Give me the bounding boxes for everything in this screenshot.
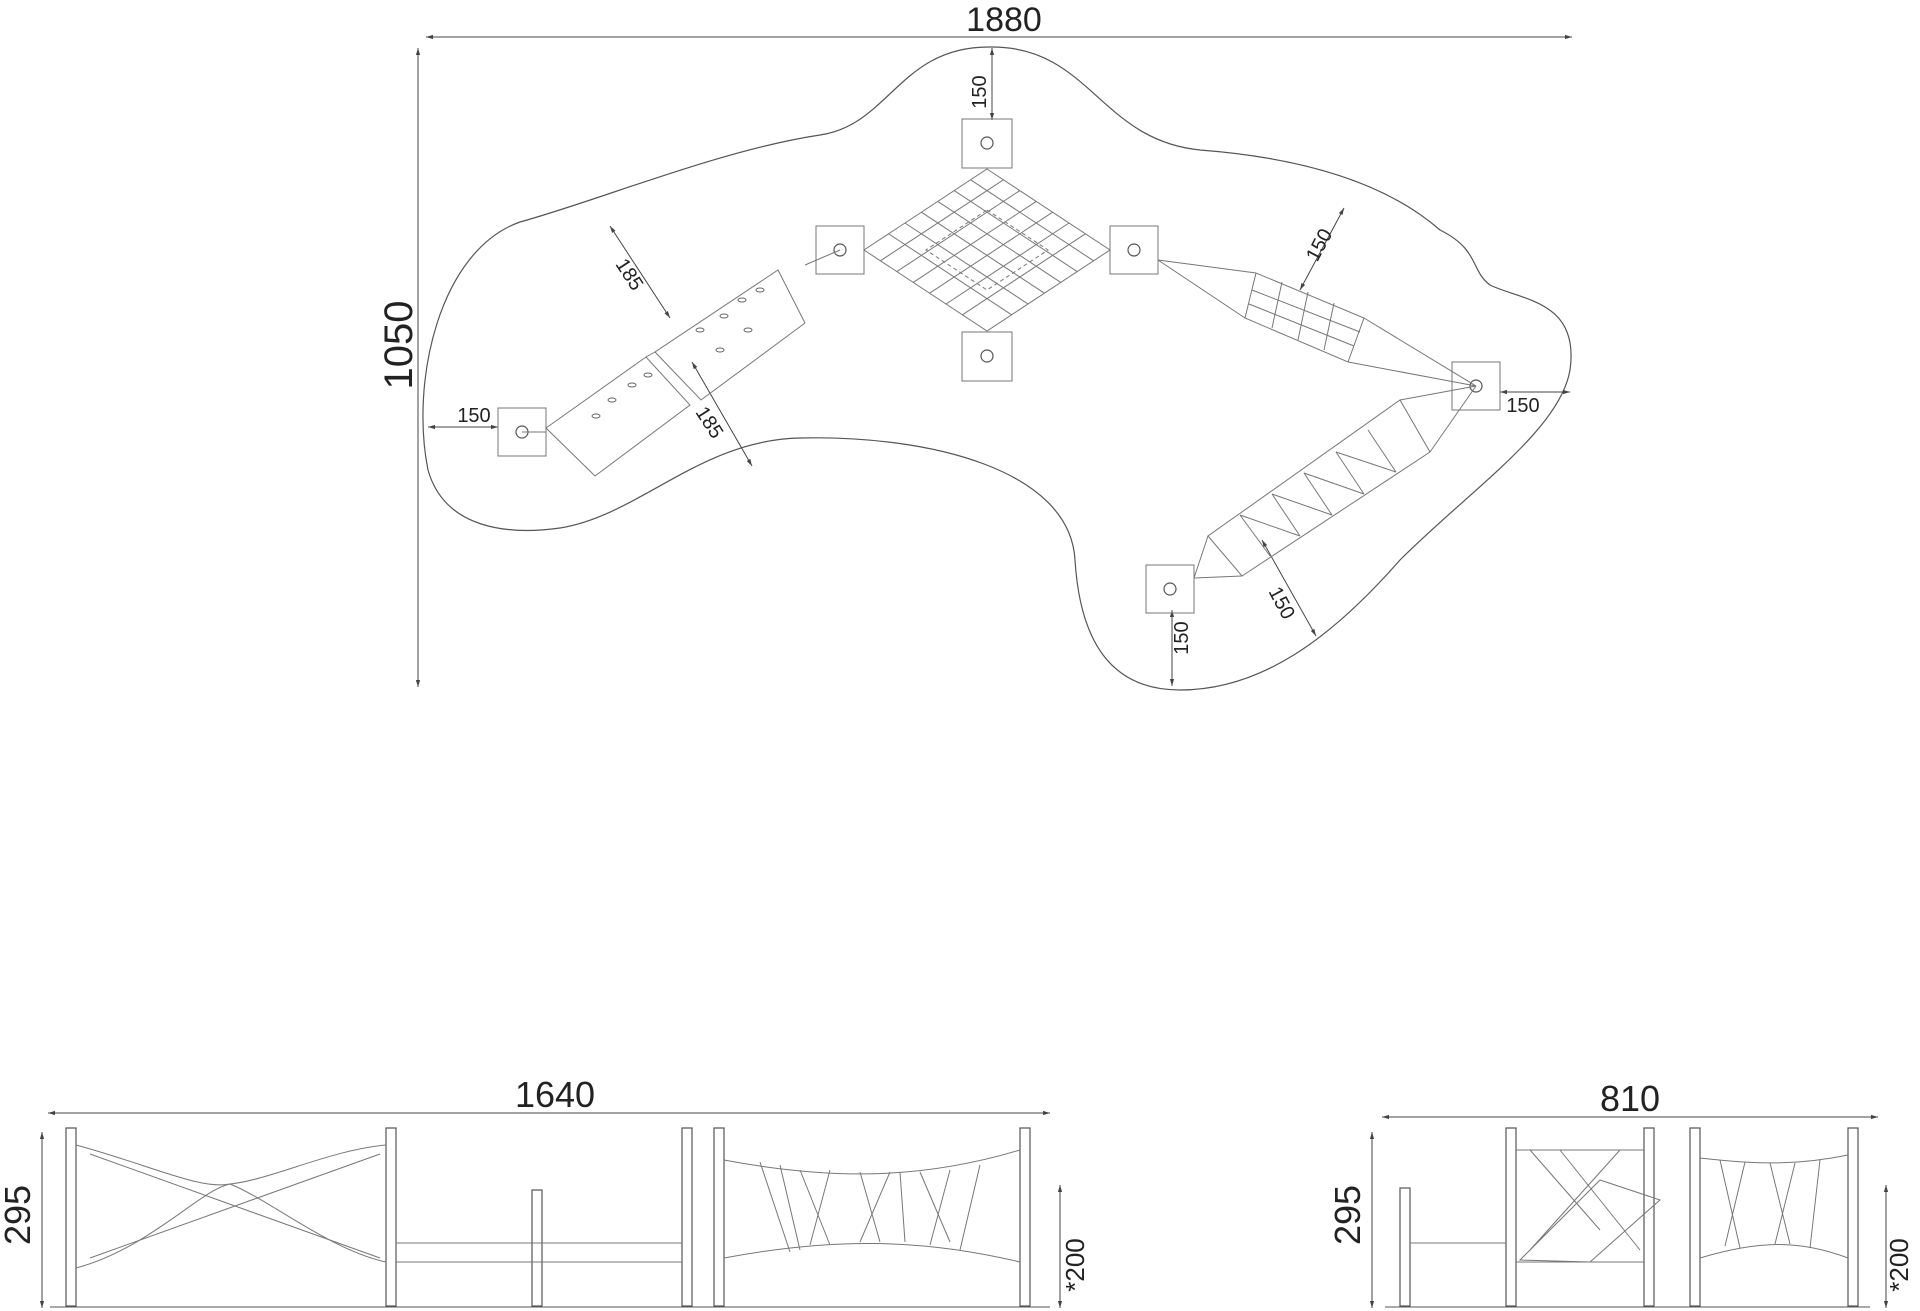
front-height-label: 295 bbox=[0, 1185, 38, 1245]
side-posts bbox=[1399, 1127, 1859, 1307]
front-width-label: 1640 bbox=[515, 1074, 595, 1115]
right-clearance-label: 150 bbox=[1506, 395, 1539, 417]
upper-right-bridge bbox=[1157, 259, 1477, 387]
safety-zone-outline bbox=[422, 46, 1572, 691]
front-beams bbox=[396, 1242, 682, 1263]
lower-left-clearance-label: 185 bbox=[691, 403, 728, 443]
upper-right-clearance-dim-line bbox=[1299, 207, 1345, 291]
front-posts bbox=[65, 1127, 1031, 1307]
bottom-clearance-label: 150 bbox=[1171, 621, 1193, 654]
side-structure bbox=[1410, 1149, 1849, 1263]
climbing-holds bbox=[591, 287, 765, 419]
overall-depth-label: 1050 bbox=[377, 301, 421, 390]
plan-view: 1880 1050 150 150 150 150 185 185 150 15… bbox=[377, 1, 1572, 691]
front-x-panels bbox=[75, 1144, 387, 1269]
front-elevation: 1640 295 *200 bbox=[0, 1074, 1090, 1308]
post-markers bbox=[515, 136, 1483, 596]
side-width-label: 810 bbox=[1600, 1078, 1660, 1119]
upper-left-clearance-dim-line bbox=[609, 225, 671, 319]
top-clearance-label: 150 bbox=[969, 75, 991, 108]
left-clearance-label: 150 bbox=[457, 405, 490, 427]
side-elevation: 810 295 *200 bbox=[1327, 1078, 1914, 1308]
upper-left-clearance-label: 185 bbox=[611, 255, 648, 295]
left-climbing-panels bbox=[522, 249, 841, 477]
lower-right-clearance-label: 150 bbox=[1264, 583, 1299, 623]
post-footprints bbox=[497, 118, 1501, 614]
central-net bbox=[863, 168, 1111, 332]
lower-left-clearance-dim-line bbox=[691, 361, 753, 467]
side-fall-label: *200 bbox=[1884, 1238, 1914, 1292]
lower-right-clearance-dim-line bbox=[1261, 539, 1317, 637]
front-net-bridge bbox=[723, 1149, 1021, 1263]
front-fall-label: *200 bbox=[1060, 1238, 1090, 1292]
side-height-label: 295 bbox=[1327, 1185, 1368, 1245]
lower-right-bridge bbox=[1193, 385, 1477, 579]
overall-width-label: 1880 bbox=[966, 1, 1042, 39]
